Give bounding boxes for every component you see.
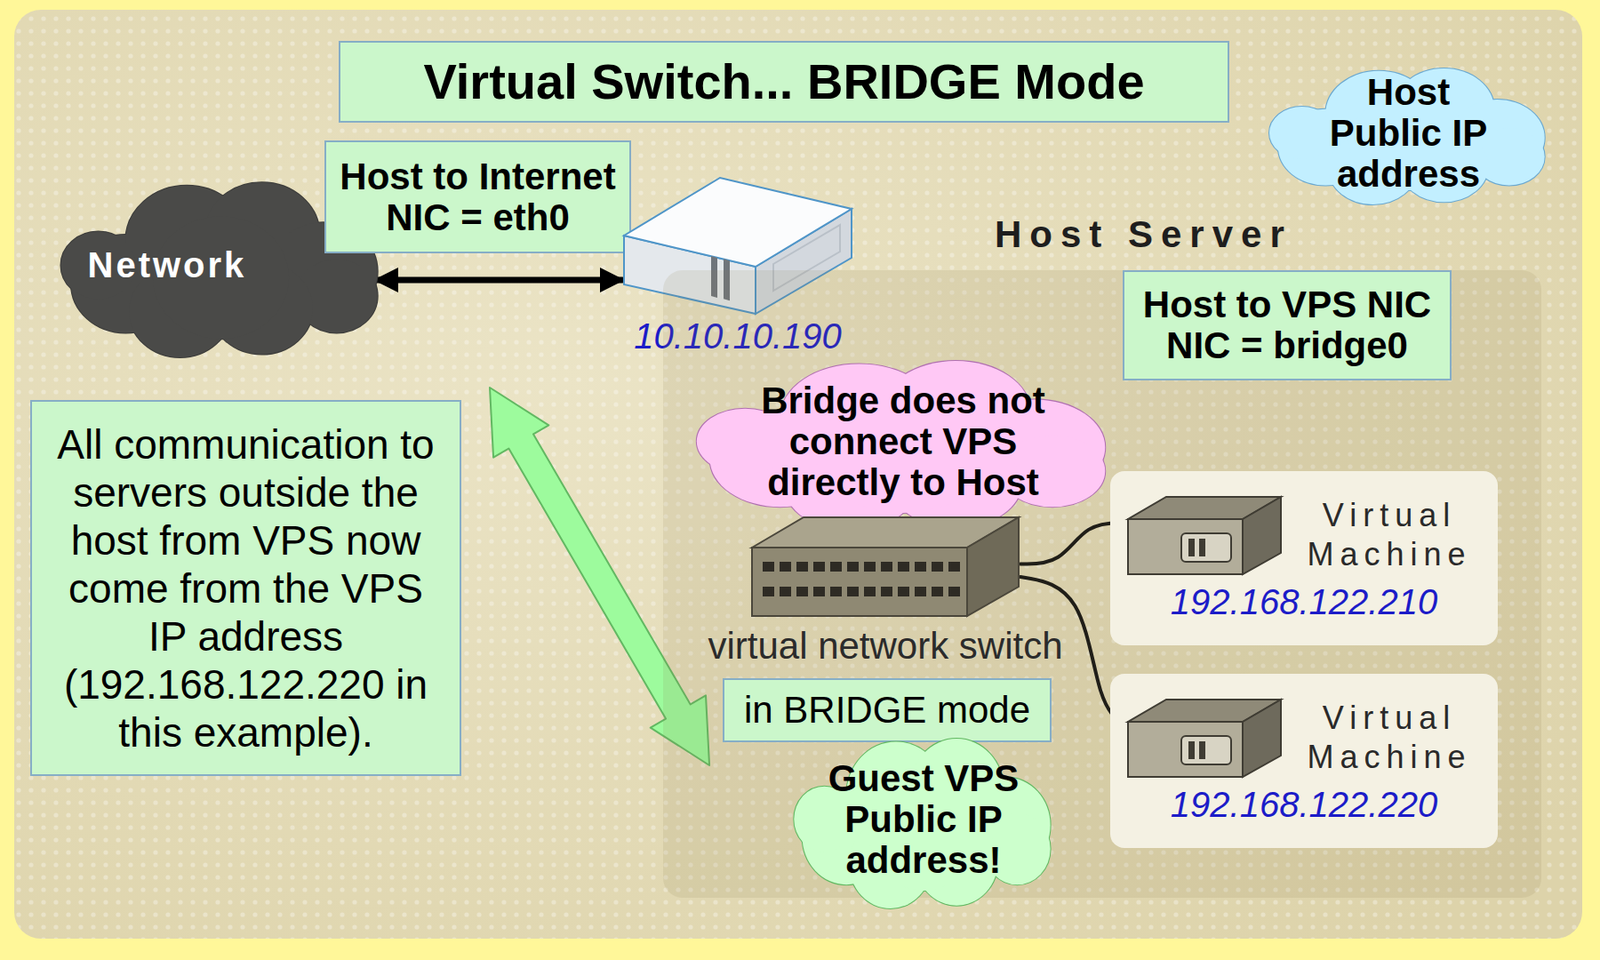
switch-icon bbox=[750, 510, 1021, 618]
node-text: Host to Internet NIC = eth0 bbox=[336, 156, 619, 239]
nic-box: Host to Internet NIC = eth0 bbox=[324, 140, 632, 254]
mode-box: in BRIDGE mode bbox=[722, 678, 1052, 743]
note-cloud: Bridge does not connect VPS directly to … bbox=[683, 352, 1123, 531]
node-text: Virtual Machine bbox=[1300, 698, 1479, 777]
node-text: Network bbox=[88, 245, 355, 286]
host-ip-cloud: Host Public IP address bbox=[1260, 61, 1557, 205]
node-text: virtual network switch bbox=[707, 624, 1063, 668]
title-box: Virtual Switch... BRIDGE Mode bbox=[338, 40, 1230, 123]
host-server-region: Host ServerHost to VPS NIC NIC = bridge0… bbox=[663, 213, 1542, 898]
note-box: All communication to servers outside the… bbox=[30, 400, 462, 776]
virtual-machine: Virtual Machine 192.168.122.220 bbox=[1110, 673, 1498, 848]
node-text: Host to VPS NIC NIC = bridge0 bbox=[1136, 284, 1438, 367]
node-text: in BRIDGE mode bbox=[744, 688, 1031, 732]
network-link bbox=[376, 277, 623, 284]
node-text: Bridge does not connect VPS directly to … bbox=[720, 380, 1086, 504]
virtual-switch: virtual network switch bbox=[750, 510, 1021, 668]
node-text: All communication to servers outside the… bbox=[49, 420, 442, 757]
vm-icon bbox=[1126, 696, 1283, 779]
node-text: Host Public IP address bbox=[1328, 72, 1490, 195]
nic-box: Host to VPS NIC NIC = bridge0 bbox=[1122, 270, 1452, 381]
node-text: Virtual Machine bbox=[1300, 496, 1479, 575]
virtual-machine: Virtual Machine 192.168.122.210 bbox=[1110, 471, 1498, 646]
node-text: Guest VPS Public IP address! bbox=[824, 758, 1024, 881]
title-text: Virtual Switch... BRIDGE Mode bbox=[423, 53, 1144, 111]
node-text: Host Server bbox=[994, 213, 1542, 271]
backdrop-panel bbox=[14, 9, 1583, 939]
guest-ip-cloud: Guest VPS Public IP address! bbox=[785, 729, 1062, 909]
ip-address: 192.168.122.210 bbox=[1126, 581, 1482, 623]
ip-address: 192.168.122.220 bbox=[1126, 784, 1482, 825]
dot-texture bbox=[14, 9, 1583, 939]
vm-icon bbox=[1126, 494, 1283, 576]
